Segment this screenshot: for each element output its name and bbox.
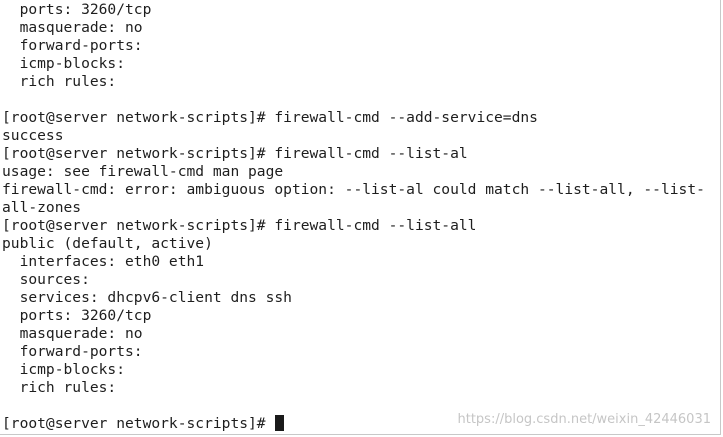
terminal-line: [root@server network-scripts]# firewall-… bbox=[2, 109, 538, 126]
shell-prompt: [root@server network-scripts]# bbox=[2, 415, 275, 432]
terminal-line: forward-ports: bbox=[2, 37, 143, 54]
terminal-line: success bbox=[2, 127, 64, 144]
terminal-line: sources: bbox=[2, 271, 90, 288]
terminal-cursor bbox=[275, 415, 285, 431]
terminal-line: [root@server network-scripts]# firewall-… bbox=[2, 217, 477, 234]
terminal-line: interfaces: eth0 eth1 bbox=[2, 253, 205, 270]
terminal-line: all-zones bbox=[2, 199, 82, 216]
terminal-prompt-line[interactable]: [root@server network-scripts]# bbox=[2, 415, 720, 433]
terminal-line: rich rules: bbox=[2, 73, 117, 90]
terminal-line: ports: 3260/tcp bbox=[2, 1, 152, 18]
terminal-line: services: dhcpv6-client dns ssh bbox=[2, 289, 292, 306]
terminal-line: masquerade: no bbox=[2, 19, 143, 36]
terminal-line: firewall-cmd: error: ambiguous option: -… bbox=[2, 181, 705, 198]
terminal-line: usage: see firewall-cmd man page bbox=[2, 163, 284, 180]
terminal-line: ports: 3260/tcp bbox=[2, 307, 152, 324]
terminal-line: icmp-blocks: bbox=[2, 361, 126, 378]
terminal-line: public (default, active) bbox=[2, 235, 213, 252]
terminal-line: forward-ports: bbox=[2, 343, 143, 360]
terminal-line: masquerade: no bbox=[2, 325, 143, 342]
terminal-line: icmp-blocks: bbox=[2, 55, 126, 72]
terminal-line: [root@server network-scripts]# firewall-… bbox=[2, 145, 468, 162]
terminal-line bbox=[2, 91, 720, 109]
watermark: https://blog.csdn.net/weixin_42446031 bbox=[457, 412, 711, 427]
terminal-line: rich rules: bbox=[2, 379, 117, 396]
